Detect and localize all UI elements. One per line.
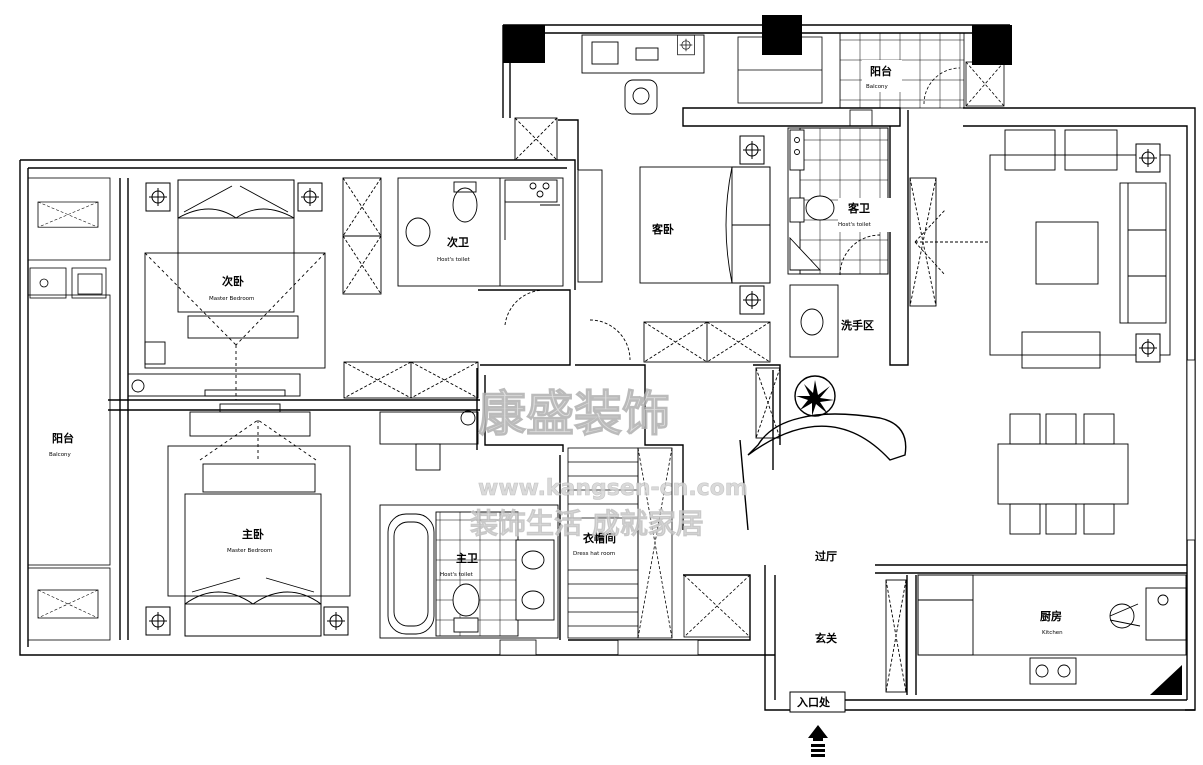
master-bath-fixtures	[379, 504, 559, 639]
room-name-en: Balcony	[49, 452, 72, 458]
room-name-zh: 主卧	[242, 527, 264, 541]
room-label-balcony-top: 阳台 Balcony	[862, 60, 902, 92]
watermark-brand: 康盛装饰	[478, 386, 670, 442]
walls	[19, 24, 1196, 711]
entrance-marker: 入口处	[789, 691, 846, 713]
room-name-en: Host's toilet	[838, 222, 872, 228]
room-name-en: Host's toilet	[437, 257, 471, 263]
room-name-zh: 衣帽间	[583, 531, 616, 545]
entry-arrow-icon	[808, 725, 828, 757]
room-label-guest-bath: 客卫 Host's toilet	[838, 198, 894, 232]
room-label-secondary-bedroom: 次卧 Master Bedroom	[209, 274, 254, 302]
room-name-zh: 主卫	[456, 551, 478, 565]
watermark-slogan: 装饰生活 成就家居	[470, 507, 704, 540]
room-label-master-bath: 主卫 Host's toilet	[440, 551, 478, 578]
room-name-en: Dress hat room	[573, 551, 615, 557]
arched-partition	[747, 375, 907, 461]
windows	[499, 359, 1196, 656]
secondary-bedroom-furniture	[127, 177, 479, 400]
room-name-en: Balcony	[866, 84, 889, 90]
room-label-hallway: 过厅	[815, 549, 837, 563]
room-name-zh: 洗手区	[841, 318, 874, 332]
dining-table	[997, 413, 1129, 535]
room-label-secondary-bath: 次卫 Host's toilet	[437, 235, 471, 263]
room-label-guest-room: 客卧	[651, 222, 674, 236]
room-label-balcony-left: 阳台 Balcony	[49, 431, 74, 458]
room-label-dress-room: 衣帽间 Dress hat room	[573, 531, 616, 557]
room-label-master-bedroom: 主卧 Master Bedroom	[227, 527, 272, 554]
kitchen-fixtures	[885, 574, 1187, 693]
watermark: 康盛装饰 www.kangsen-cn.com 装饰生活 成就家居	[470, 386, 748, 541]
room-name-zh: 阳台	[870, 64, 892, 78]
room-name-zh: 过厅	[815, 549, 837, 563]
dress-room-fixtures	[567, 447, 751, 639]
structural-columns	[503, 15, 1012, 65]
kitchen-corner-shaft	[1150, 665, 1182, 695]
room-name-en: Host's toilet	[440, 572, 474, 578]
room-name-en: Kitchen	[1042, 630, 1063, 636]
master-bedroom-furniture	[145, 403, 479, 637]
room-name-zh: 阳台	[52, 431, 74, 445]
secondary-bath-fixtures	[397, 177, 564, 287]
watermark-url: www.kangsen-cn.com	[478, 476, 748, 501]
room-name-zh: 次卫	[447, 235, 469, 249]
balcony-left-area	[27, 177, 111, 641]
room-name-zh: 玄关	[815, 631, 837, 645]
guest-room-furniture	[504, 34, 781, 439]
room-name-zh: 入口处	[797, 695, 831, 709]
room-name-zh: 客卧	[651, 222, 674, 236]
room-name-zh: 厨房	[1040, 609, 1062, 623]
living-room-furniture	[914, 129, 1171, 369]
room-label-kitchen: 厨房 Kitchen	[1040, 609, 1063, 636]
room-name-zh: 客卫	[847, 201, 870, 215]
room-label-foyer: 玄关	[815, 631, 837, 645]
room-name-en: Master Bedroom	[209, 296, 254, 302]
plant-icon	[796, 380, 834, 416]
room-name-zh: 次卧	[222, 274, 244, 288]
room-name-en: Master Bedroom	[227, 548, 272, 554]
room-label-wash-area: 洗手区	[841, 318, 874, 332]
